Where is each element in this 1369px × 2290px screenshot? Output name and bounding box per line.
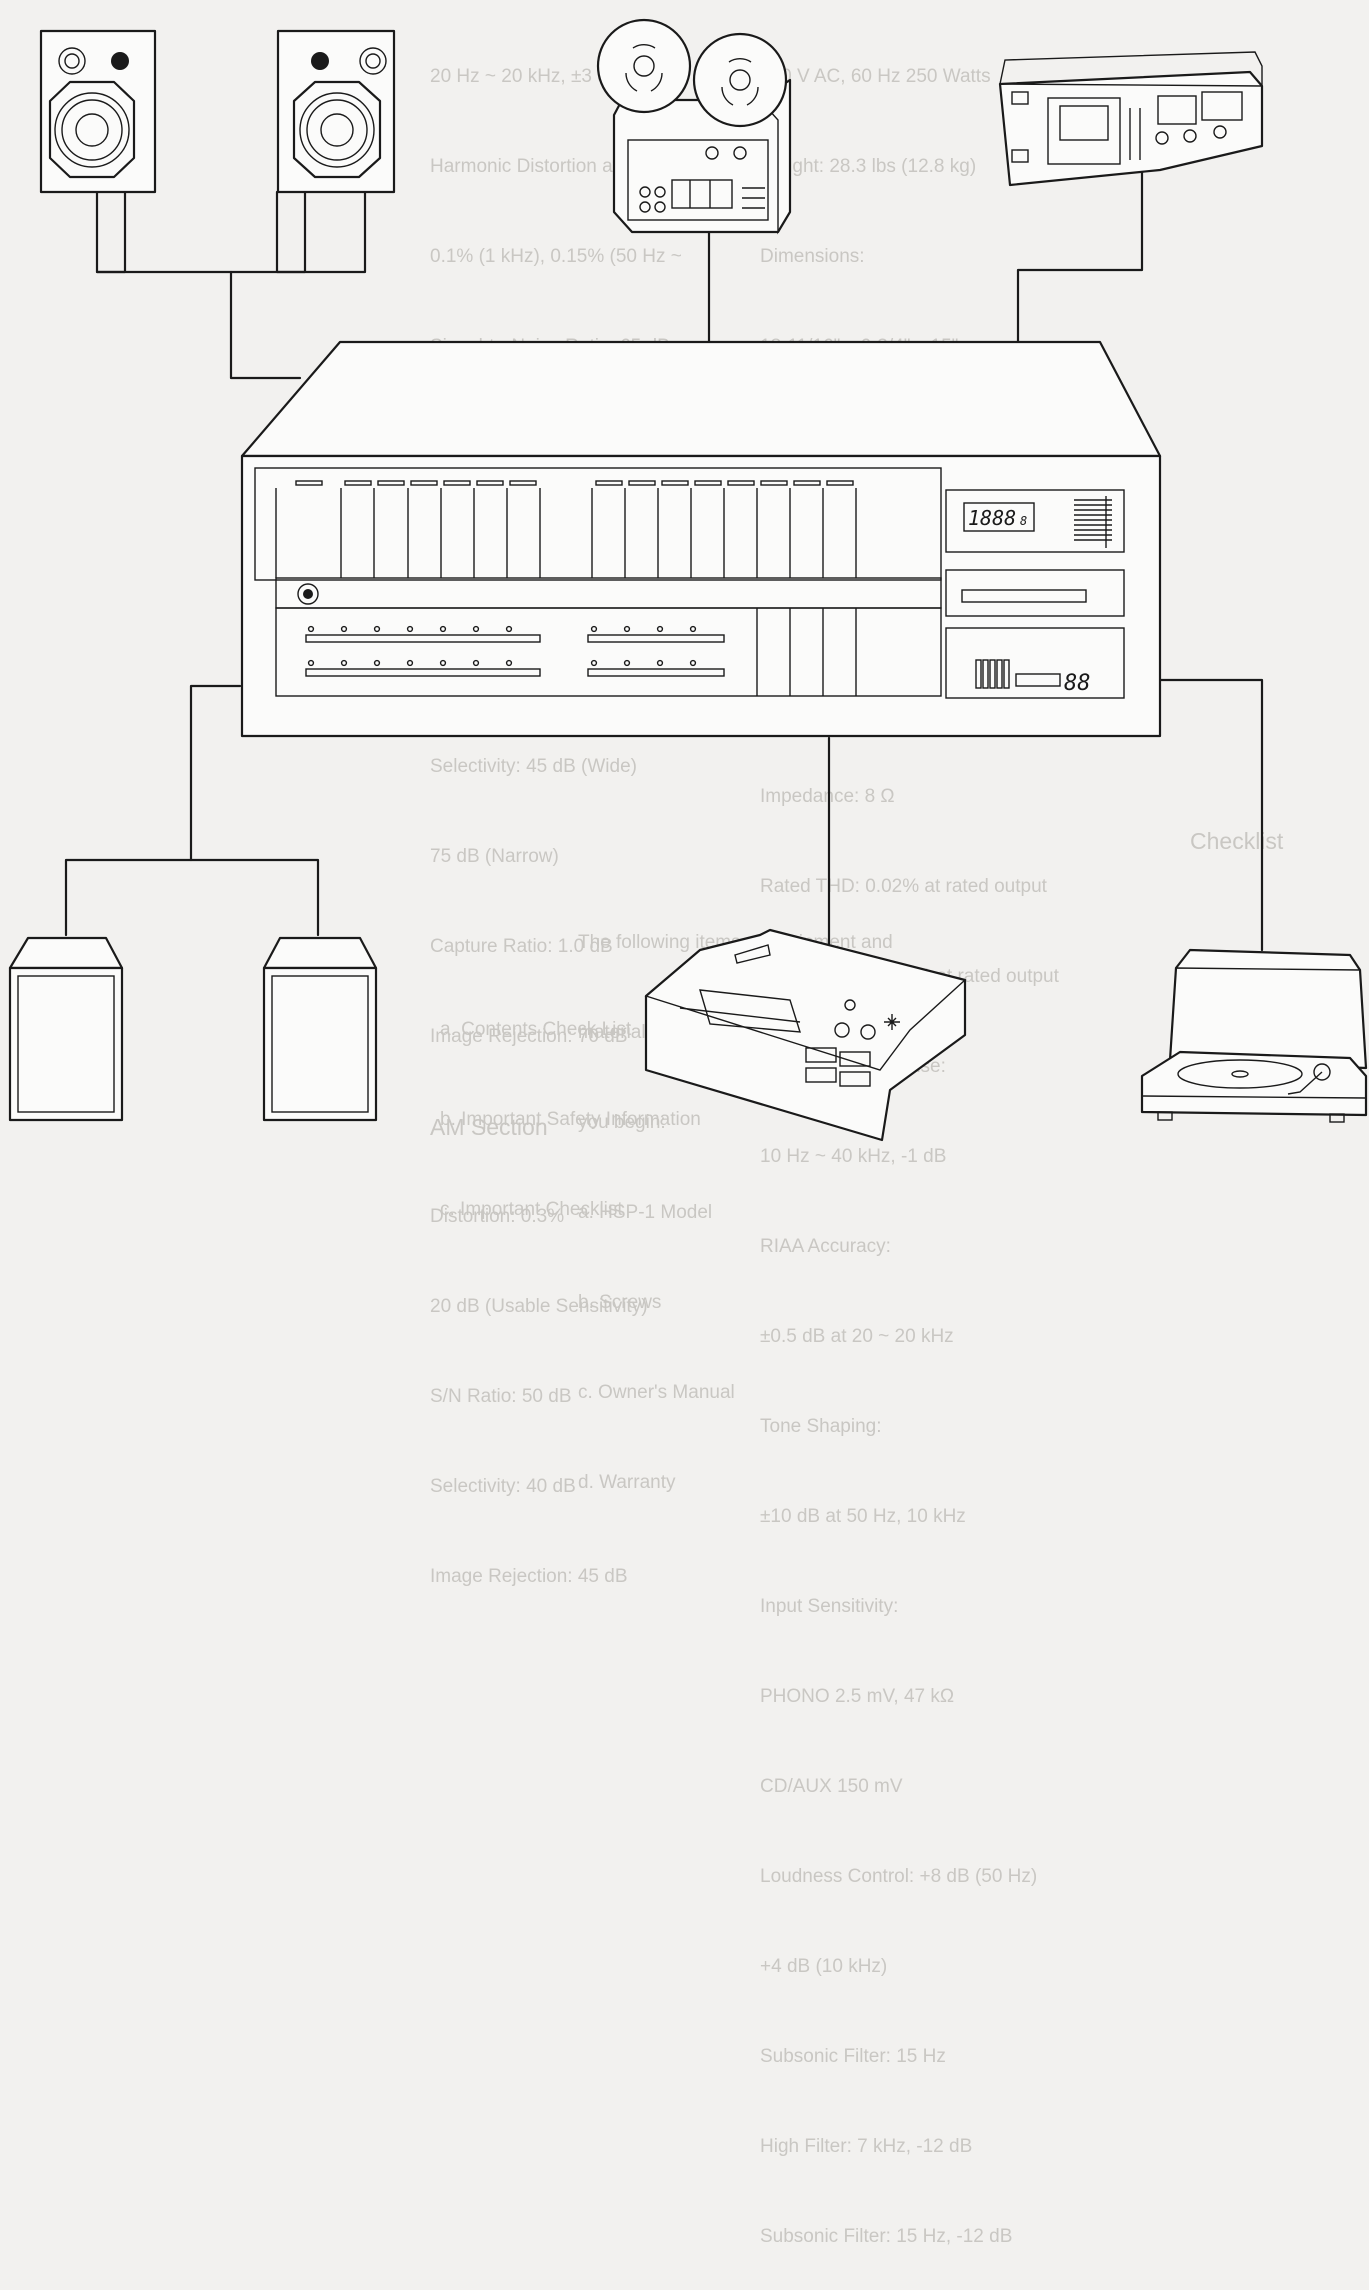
front-right-speaker — [278, 31, 394, 192]
wire-rear-speakers-to-receiver — [66, 686, 240, 935]
receiver-top-display-suffix: 8 — [1020, 514, 1027, 528]
wire-turntable-to-receiver — [1160, 680, 1262, 950]
bleed-line: c. Owner's Manual — [578, 1378, 893, 1408]
receiver-bottom-display: 88 — [1064, 671, 1091, 696]
video-cassette-recorder — [646, 930, 965, 1140]
bleed-line: Loudness Control: +8 dB (50 Hz) — [760, 1862, 1059, 1892]
bleed-line: High Filter: 7 kHz, -12 dB — [760, 2132, 1059, 2162]
bleed-line: +4 dB (10 kHz) — [760, 1952, 1059, 1982]
bleed-line: PHONO 2.5 mV, 47 kΩ — [760, 1682, 1059, 1712]
front-left-speaker — [41, 31, 155, 192]
bleed-line: Subsonic Filter: 15 Hz — [760, 2042, 1059, 2072]
wire-cassette-deck-to-receiver — [1018, 170, 1142, 342]
rear-right-speaker — [264, 938, 376, 1120]
wire-front-speakers-link — [97, 192, 125, 272]
bleed-line: Subsonic Filter: 15 Hz, -12 dB — [760, 2222, 1059, 2252]
rear-left-speaker — [10, 938, 122, 1120]
bleed-line: ±10 dB at 50 Hz, 10 kHz — [760, 1502, 1059, 1532]
cassette-deck — [1000, 52, 1262, 185]
reel-to-reel-deck — [598, 20, 790, 232]
bleed-line: 10 Hz ~ 40 kHz, -1 dB — [760, 1142, 1059, 1172]
bleed-line: Tone Shaping: — [760, 1412, 1059, 1442]
wire-front-speakers-to-receiver — [231, 272, 300, 378]
bleed-line: Input Sensitivity: — [760, 1592, 1059, 1622]
hifi-connection-diagram: 1888 8 88 — [0, 0, 1369, 1145]
wire-front-speakers-link — [277, 192, 305, 272]
stereo-receiver: 1888 8 88 — [242, 342, 1160, 736]
bleed-line: Image Rejection: 45 dB — [430, 1562, 766, 1592]
bleed-line: RIAA Accuracy: — [760, 1232, 1059, 1262]
bleed-line: S/N Ratio: 50 dB — [430, 1382, 766, 1412]
bleed-line: CD/AUX 150 mV — [760, 1772, 1059, 1802]
wire-front-speakers-link — [97, 192, 365, 272]
wire-rear-speakers-to-receiver — [191, 860, 318, 935]
bleed-line: Selectivity: 40 dB — [430, 1472, 766, 1502]
turntable — [1142, 950, 1366, 1122]
bleed-line: c. Important Checklist — [440, 1195, 701, 1225]
bleed-line: Distortion: 0.3% — [430, 1202, 766, 1232]
bleed-line: d. Warranty — [578, 1468, 893, 1498]
bleed-line: 20 dB (Usable Sensitivity) — [430, 1292, 766, 1322]
bleed-line: a. HSP-1 Model — [578, 1198, 893, 1228]
bleed-line: b. Screws — [578, 1288, 893, 1318]
receiver-top-display: 1888 — [968, 506, 1016, 530]
bleed-line: ±0.5 dB at 20 ~ 20 kHz — [760, 1322, 1059, 1352]
